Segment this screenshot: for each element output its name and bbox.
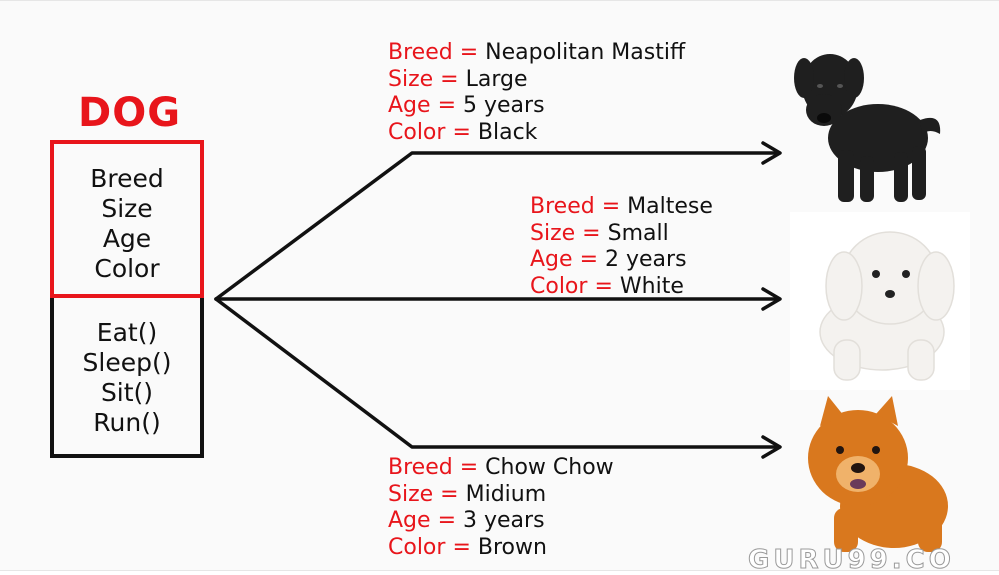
- property-row: Size = Midium: [388, 481, 547, 507]
- property-row: Breed = Maltese: [530, 194, 713, 219]
- brown-chow-chow-image: [808, 396, 948, 552]
- black-mastiff-image: [794, 54, 941, 202]
- property-row: Color = Black: [388, 119, 538, 145]
- attribute-breed: Breed: [90, 164, 164, 193]
- arrowhead-maltese: [761, 287, 782, 311]
- attributes-box: Breed Size Age Color: [50, 140, 204, 298]
- property-row: Color = White: [530, 273, 684, 299]
- watermark: GURU99.CO: [748, 545, 955, 575]
- property-row: Breed = Chow Chow: [388, 455, 614, 480]
- method-run: Run(): [93, 408, 161, 437]
- object-chow-properties: Breed = Chow Chow Size = Midium Age = 3 …: [388, 455, 614, 561]
- object-maltese-properties: Breed = Maltese Size = Small Age = 2 yea…: [530, 194, 713, 300]
- method-sleep: Sleep(): [82, 348, 172, 377]
- property-row: Age = 5 years: [388, 93, 545, 118]
- arrowhead-chow: [761, 435, 782, 459]
- attribute-age: Age: [102, 224, 152, 253]
- property-row: Color = Brown: [388, 534, 547, 560]
- arrowhead-mastiff: [761, 141, 782, 165]
- property-row: Age = 3 years: [388, 508, 545, 533]
- attribute-color: Color: [94, 254, 160, 283]
- property-row: Age = 2 years: [530, 247, 687, 272]
- method-sit: Sit(): [100, 378, 154, 407]
- property-row: Breed = Neapolitan Mastiff: [388, 40, 686, 65]
- property-row: Size = Small: [530, 220, 669, 246]
- method-eat: Eat(): [96, 318, 158, 347]
- class-title: DOG: [78, 90, 182, 136]
- methods-box: Eat() Sleep() Sit() Run(): [50, 298, 204, 458]
- property-row: Size = Large: [388, 66, 528, 92]
- arrow-to-mastiff: [214, 151, 780, 301]
- object-mastiff-properties: Breed = Neapolitan Mastiff Size = Large …: [388, 40, 685, 146]
- arrow-to-chow: [214, 297, 780, 449]
- white-maltese-image: [790, 212, 970, 390]
- attribute-size: Size: [101, 194, 153, 223]
